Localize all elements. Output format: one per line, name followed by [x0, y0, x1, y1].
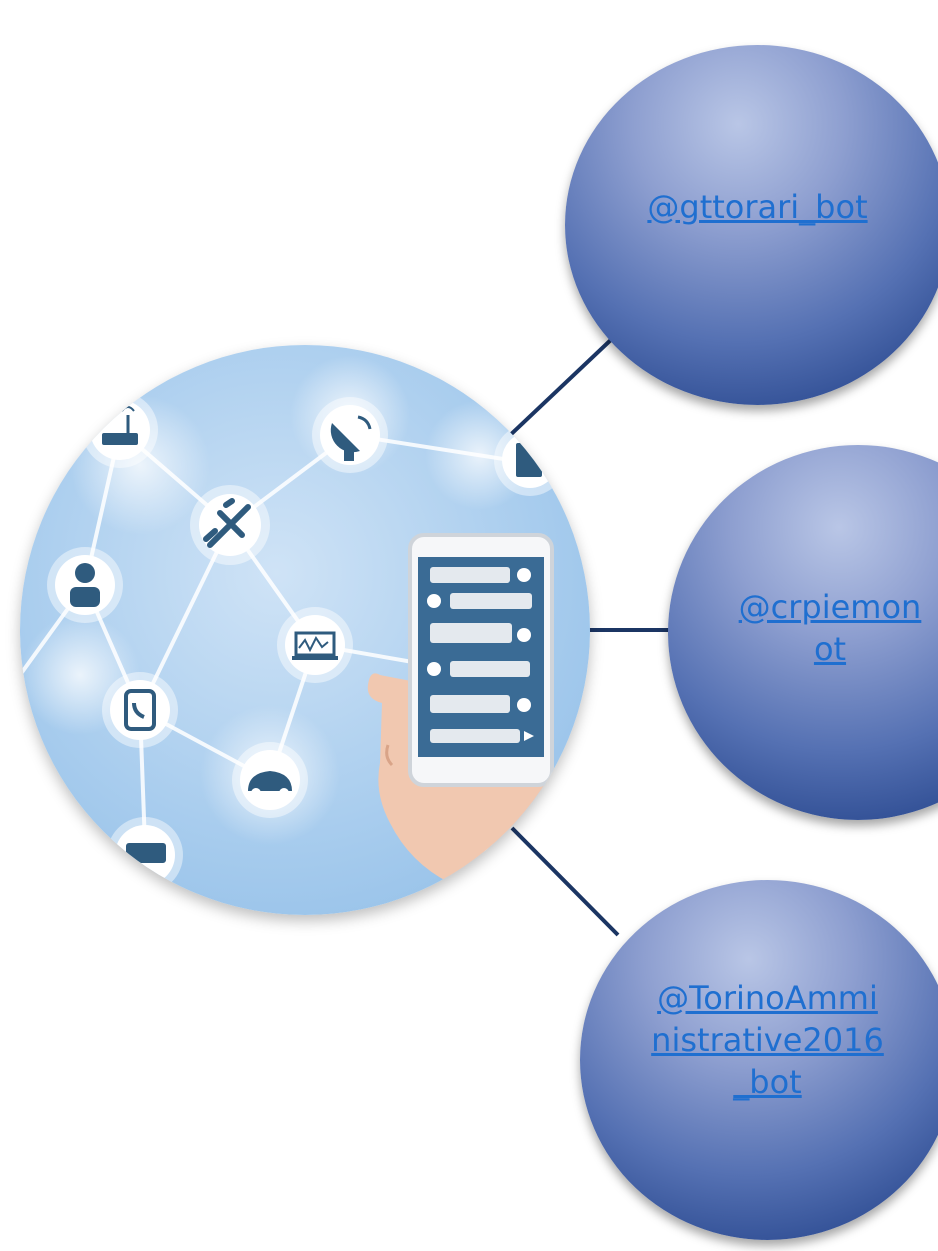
bot-link-torino-line-2[interactable]: nistrative2016 — [651, 1021, 884, 1059]
satellite-dish-icon — [312, 397, 388, 473]
car-icon — [232, 742, 308, 818]
smartphone-icon — [408, 533, 554, 787]
chatbot-icon — [427, 568, 531, 712]
document-icon — [494, 424, 566, 496]
bot-link-crpiemon-line-1[interactable]: @crpiemon — [738, 587, 922, 626]
router-icon — [82, 392, 158, 468]
bot-node-gttorari: @gttorari_bot — [565, 45, 938, 405]
airplane-icon — [190, 485, 270, 565]
bot-link-crpiemon-line-2[interactable]: ot — [813, 629, 847, 668]
bus-icon — [107, 817, 183, 893]
iot-network-illustration — [20, 355, 566, 893]
monitor-chart-icon — [277, 607, 353, 683]
bot-node-torino-amministrative: @TorinoAmmi nistrative2016 _bot — [580, 880, 938, 1240]
bot-link-torino-amministrative[interactable]: @TorinoAmmi nistrative2016 _bot — [633, 977, 903, 1103]
user-icon — [47, 547, 123, 623]
bot-link-torino-line-3[interactable]: _bot — [733, 1063, 802, 1101]
iot-network-circle — [20, 345, 590, 915]
bot-link-gttorari[interactable]: @gttorari_bot — [647, 188, 868, 226]
bot-link-torino-line-1[interactable]: @TorinoAmmi — [657, 979, 878, 1017]
bot-link-crpiemon[interactable]: @crpiemon ot — [720, 586, 938, 670]
smartwatch-phone-icon — [102, 672, 178, 748]
